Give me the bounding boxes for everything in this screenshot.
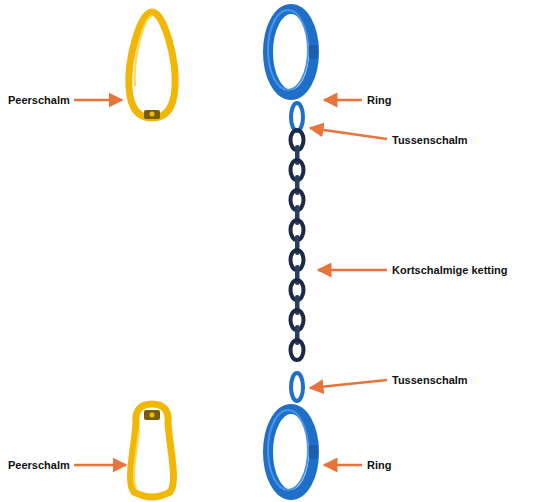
part-label: Tussenschalm: [392, 374, 468, 387]
part-label: Kortschalmige ketting: [392, 264, 508, 277]
leader-arrow: [310, 380, 387, 388]
leader-arrow: [74, 464, 126, 467]
pear-link: [131, 404, 174, 497]
leader-arrows: [74, 100, 387, 465]
chain-link: [291, 340, 304, 360]
part-label: Ring: [367, 94, 391, 107]
part-label: Tussenschalm: [392, 134, 468, 147]
intermediate-link: [291, 103, 303, 131]
pear-link: [129, 12, 175, 119]
master-ring: [268, 409, 318, 495]
short-link-chain: [291, 130, 304, 360]
part-label: Peerschalm: [8, 94, 70, 107]
master-ring: [268, 9, 318, 95]
intermediate-link: [291, 373, 303, 401]
leader-arrow: [324, 464, 362, 467]
part-label: Ring: [367, 459, 391, 472]
part-label: Peerschalm: [8, 459, 70, 472]
leader-arrow: [324, 99, 362, 102]
leader-arrow: [74, 99, 122, 102]
leader-arrow: [318, 269, 387, 272]
leader-arrow: [310, 128, 387, 139]
